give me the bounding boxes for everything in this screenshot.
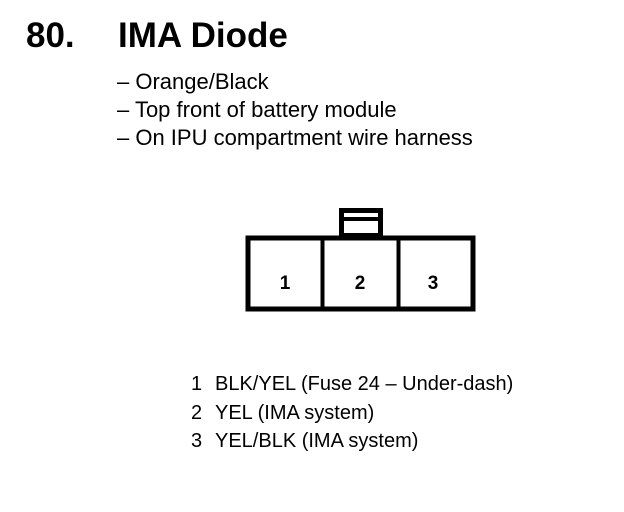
connector-pin-label-3: 3 (428, 273, 439, 294)
detail-location: – Top front of battery module (117, 97, 397, 122)
connector-pin-label-1: 1 (280, 273, 291, 294)
pinout-row: 1 BLK/YEL (Fuse 24 – Under-dash) (191, 370, 513, 399)
connector-pin-label-2: 2 (355, 273, 366, 294)
pinout-row: 2 YEL (IMA system) (191, 399, 513, 428)
pinout-pin-description: YEL (IMA system) (215, 401, 375, 424)
pinout-pin-description: BLK/YEL (Fuse 24 – Under-dash) (215, 373, 514, 395)
detail-color: – Orange/Black (117, 69, 269, 94)
pinout-row: 3 YEL/BLK (IMA system) (191, 427, 513, 456)
connector-lock-tab (339, 208, 383, 238)
detail-harness: – On IPU compartment wire harness (117, 125, 473, 150)
connector-diagram: 1 2 3 (245, 208, 476, 312)
connector-details: – Orange/Black – Top front of battery mo… (117, 68, 473, 152)
section-number: 80. (26, 16, 75, 55)
pinout-pin-description: YEL/BLK (IMA system) (215, 430, 419, 452)
pinout-pin-number: 2 (191, 401, 203, 424)
page-heading: 80. IMA Diode (26, 14, 288, 58)
pinout-pin-number: 3 (191, 430, 203, 452)
pinout-pin-number: 1 (191, 373, 203, 395)
pinout-list: 1 BLK/YEL (Fuse 24 – Under-dash) 2 YEL (IM… (191, 370, 513, 456)
connector-body (245, 235, 476, 312)
section-title: IMA Diode (118, 16, 288, 55)
